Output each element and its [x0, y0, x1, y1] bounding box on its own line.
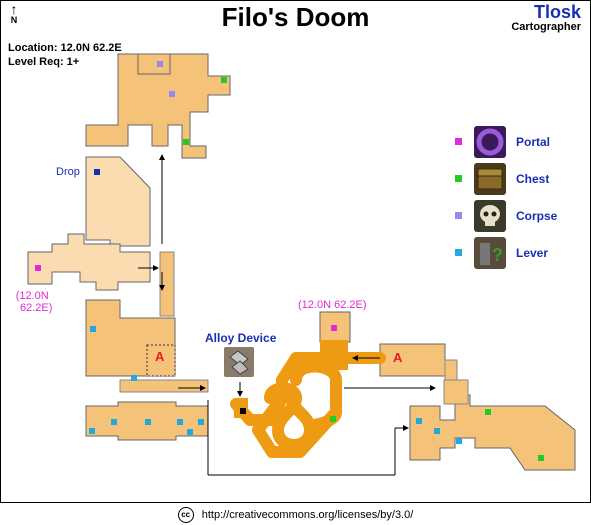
chest-icon: [474, 163, 506, 195]
alloy-device-label: Alloy Device: [205, 331, 277, 345]
room-southeast: [409, 394, 576, 471]
area-marker-a-west: A: [155, 349, 165, 364]
room-west-complex: [27, 233, 151, 291]
legend-portal: Portal: [474, 126, 550, 158]
legend-corpse-label: Corpse: [516, 209, 558, 223]
creative-commons-icon: cc: [177, 507, 194, 523]
license-footer: cc http://creativecommons.org/licenses/b…: [0, 507, 591, 523]
legend-corpse: Corpse: [474, 200, 557, 232]
svg-text:?: ?: [492, 245, 503, 265]
coord-label-west: (12.0N 62.2E): [12, 290, 53, 314]
legend-lever: ? Lever: [474, 237, 548, 269]
lever-icon: ?: [474, 237, 506, 269]
room-top-complex: [85, 53, 231, 159]
coord-west-line1: (12.0N: [15, 290, 49, 302]
north-arrow-icon: ↑ N: [8, 2, 20, 25]
map-title: Filo's Doom: [221, 2, 370, 32]
coord-west-line2: 62.2E): [20, 302, 53, 314]
author-name: Tlosk: [533, 2, 581, 22]
tunnel-network: [230, 352, 386, 458]
map-info: Location: 12.0N 62.2E Level Req: 1+: [8, 41, 122, 69]
coord-label-east: (12.0N 62.2E): [298, 299, 367, 311]
map-markers: [35, 61, 544, 461]
author-block: Tlosk Cartographer: [511, 2, 581, 33]
north-label: N: [10, 15, 18, 25]
dungeon-map: [27, 53, 576, 476]
skull-icon: [474, 200, 506, 232]
legend-chest-label: Chest: [516, 172, 550, 186]
legend-portal-label: Portal: [516, 135, 551, 149]
area-marker-a-east: A: [393, 350, 403, 365]
alloy-device-icon: [224, 347, 254, 377]
room-east-a: [379, 343, 446, 377]
room-drop: [85, 156, 151, 247]
legend-lever-label: Lever: [516, 246, 549, 260]
location-text: Location: 12.0N 62.2E: [8, 42, 122, 54]
level-req-text: Level Req: 1+: [8, 56, 80, 68]
author-role: Cartographer: [511, 21, 581, 33]
legend-chest: Chest: [474, 163, 549, 195]
area-a-west: [146, 344, 176, 377]
drop-label: Drop: [56, 166, 80, 178]
portal-ring-icon: [474, 126, 506, 158]
license-link[interactable]: http://creativecommons.org/licenses/by/3…: [201, 508, 414, 521]
